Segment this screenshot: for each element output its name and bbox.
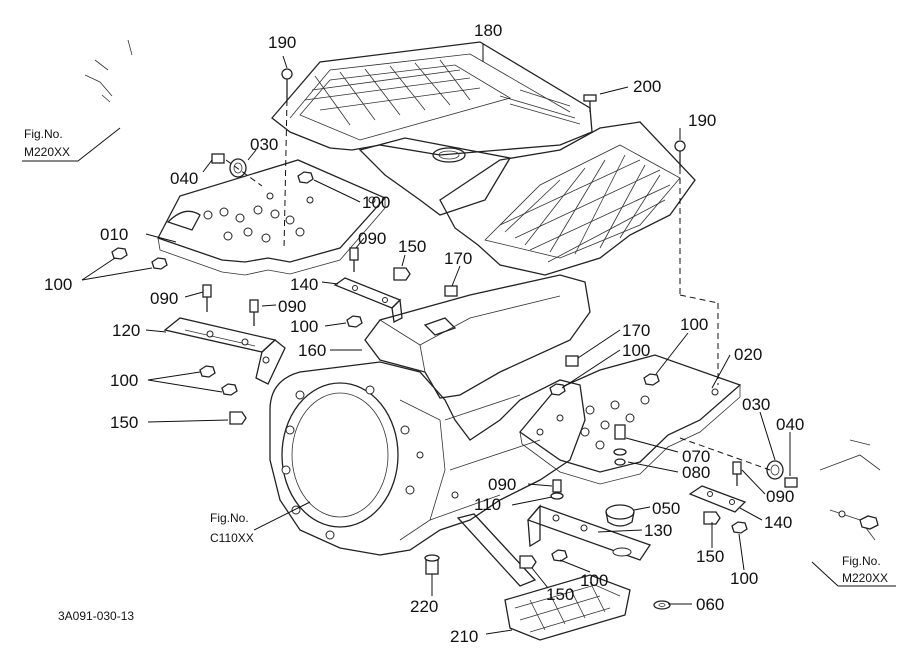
callout-100-right-top: 100 [680,315,708,334]
callout-030-right: 030 [742,395,770,414]
callout-100-left: 100 [44,275,72,294]
callout-020: 020 [734,345,762,364]
floor-mat-right-part [439,121,696,276]
nut-and-bolt-170-part [346,285,579,367]
bolt-090-110-part [550,479,564,500]
damper-050-part [605,504,635,527]
callout-180: 180 [474,21,502,40]
callout-100-lower-left: 100 [110,371,138,390]
callout-200: 200 [633,77,661,96]
callout-040-right: 040 [776,415,804,434]
ghost-fragments [84,39,881,541]
callout-120: 120 [112,321,140,340]
callout-100-right-bottom: 100 [730,569,758,588]
callout-090-center: 090 [488,475,516,494]
callout-190-right: 190 [688,111,716,130]
callout-090-upper: 090 [358,229,386,248]
nuts-100-left-part [111,171,314,270]
callout-170-right: 170 [622,321,650,340]
callout-090-left: 090 [150,289,178,308]
callout-150-left: 150 [110,413,138,432]
fig-ref-bottom-right-line1: Fig.No. [842,554,881,568]
small-bracket-140-right-part [688,461,747,525]
step-210-part [456,513,631,641]
callout-010: 010 [100,225,128,244]
center-cover-160-part [364,274,591,399]
fig-ref-bottom-center-line1: Fig.No. [210,511,249,525]
callout-170-upper: 170 [444,249,472,268]
callout-100-right-mid: 100 [622,341,650,360]
fig-ref-bottom-center: Fig.No. C110XX [210,511,254,545]
callout-210: 210 [450,627,478,646]
nuts-100-right-part [549,373,748,562]
callout-110: 110 [474,495,501,514]
fig-ref-bottom-center-line2: C110XX [210,531,254,545]
right-bracket-130-part [526,504,652,561]
fig-ref-bottom-right-line2: M220XX [842,571,888,585]
leader-lines [22,44,896,635]
diagram-code: 3A091-030-13 [58,609,134,623]
callout-130: 130 [644,521,672,540]
callout-030-left: 030 [250,135,278,154]
bolt-200-part [583,94,597,112]
left-bracket-120-part [163,317,286,385]
plug-220-part [424,554,440,575]
bolts-150-bottom-part [199,365,537,569]
fig-ref-top-left-line2: M220XX [24,145,70,159]
callout-060: 060 [696,595,724,614]
callout-090-mid: 090 [278,297,306,316]
cap-030-right-part [766,460,798,488]
bolt-190-left-part [281,68,293,100]
callout-100-bottom: 100 [580,571,608,590]
bolt-070-080-part [613,424,627,466]
fig-ref-top-left-line1: Fig.No. [24,127,63,141]
callout-070: 070 [682,447,710,466]
fig-ref-bottom-right: Fig.No. M220XX [842,554,888,585]
left-floor-plate-part [157,159,387,276]
callout-220: 220 [410,597,438,616]
right-floor-plate-part [519,354,742,485]
callout-080: 080 [682,463,710,482]
bolts-090-left-part [202,247,359,326]
floor-mat-left-part [271,41,593,216]
fig-ref-top-left: Fig.No. M220XX [24,127,70,159]
callout-100-mid: 100 [290,317,318,336]
small-bracket-140-part [333,267,411,323]
callout-150-upper: 150 [398,237,426,256]
cap-030-left-part [211,153,247,178]
callout-150-right: 150 [696,547,724,566]
transmission-housing-part [269,361,586,556]
callout-190-left: 190 [268,33,296,52]
callout-140-left: 140 [290,275,318,294]
callout-labels: 180 190 200 190 030 040 100 010 090 150 … [44,21,804,646]
callout-090-right: 090 [766,487,794,506]
washer-060-part [653,600,671,610]
callout-040-left: 040 [170,169,198,188]
bolt-190-right-part [674,140,686,168]
callout-150-bottom: 150 [546,585,574,604]
callout-100-plate: 100 [362,193,390,212]
callout-050: 050 [652,499,680,518]
callout-140-right: 140 [764,513,792,532]
callout-160: 160 [298,341,326,360]
